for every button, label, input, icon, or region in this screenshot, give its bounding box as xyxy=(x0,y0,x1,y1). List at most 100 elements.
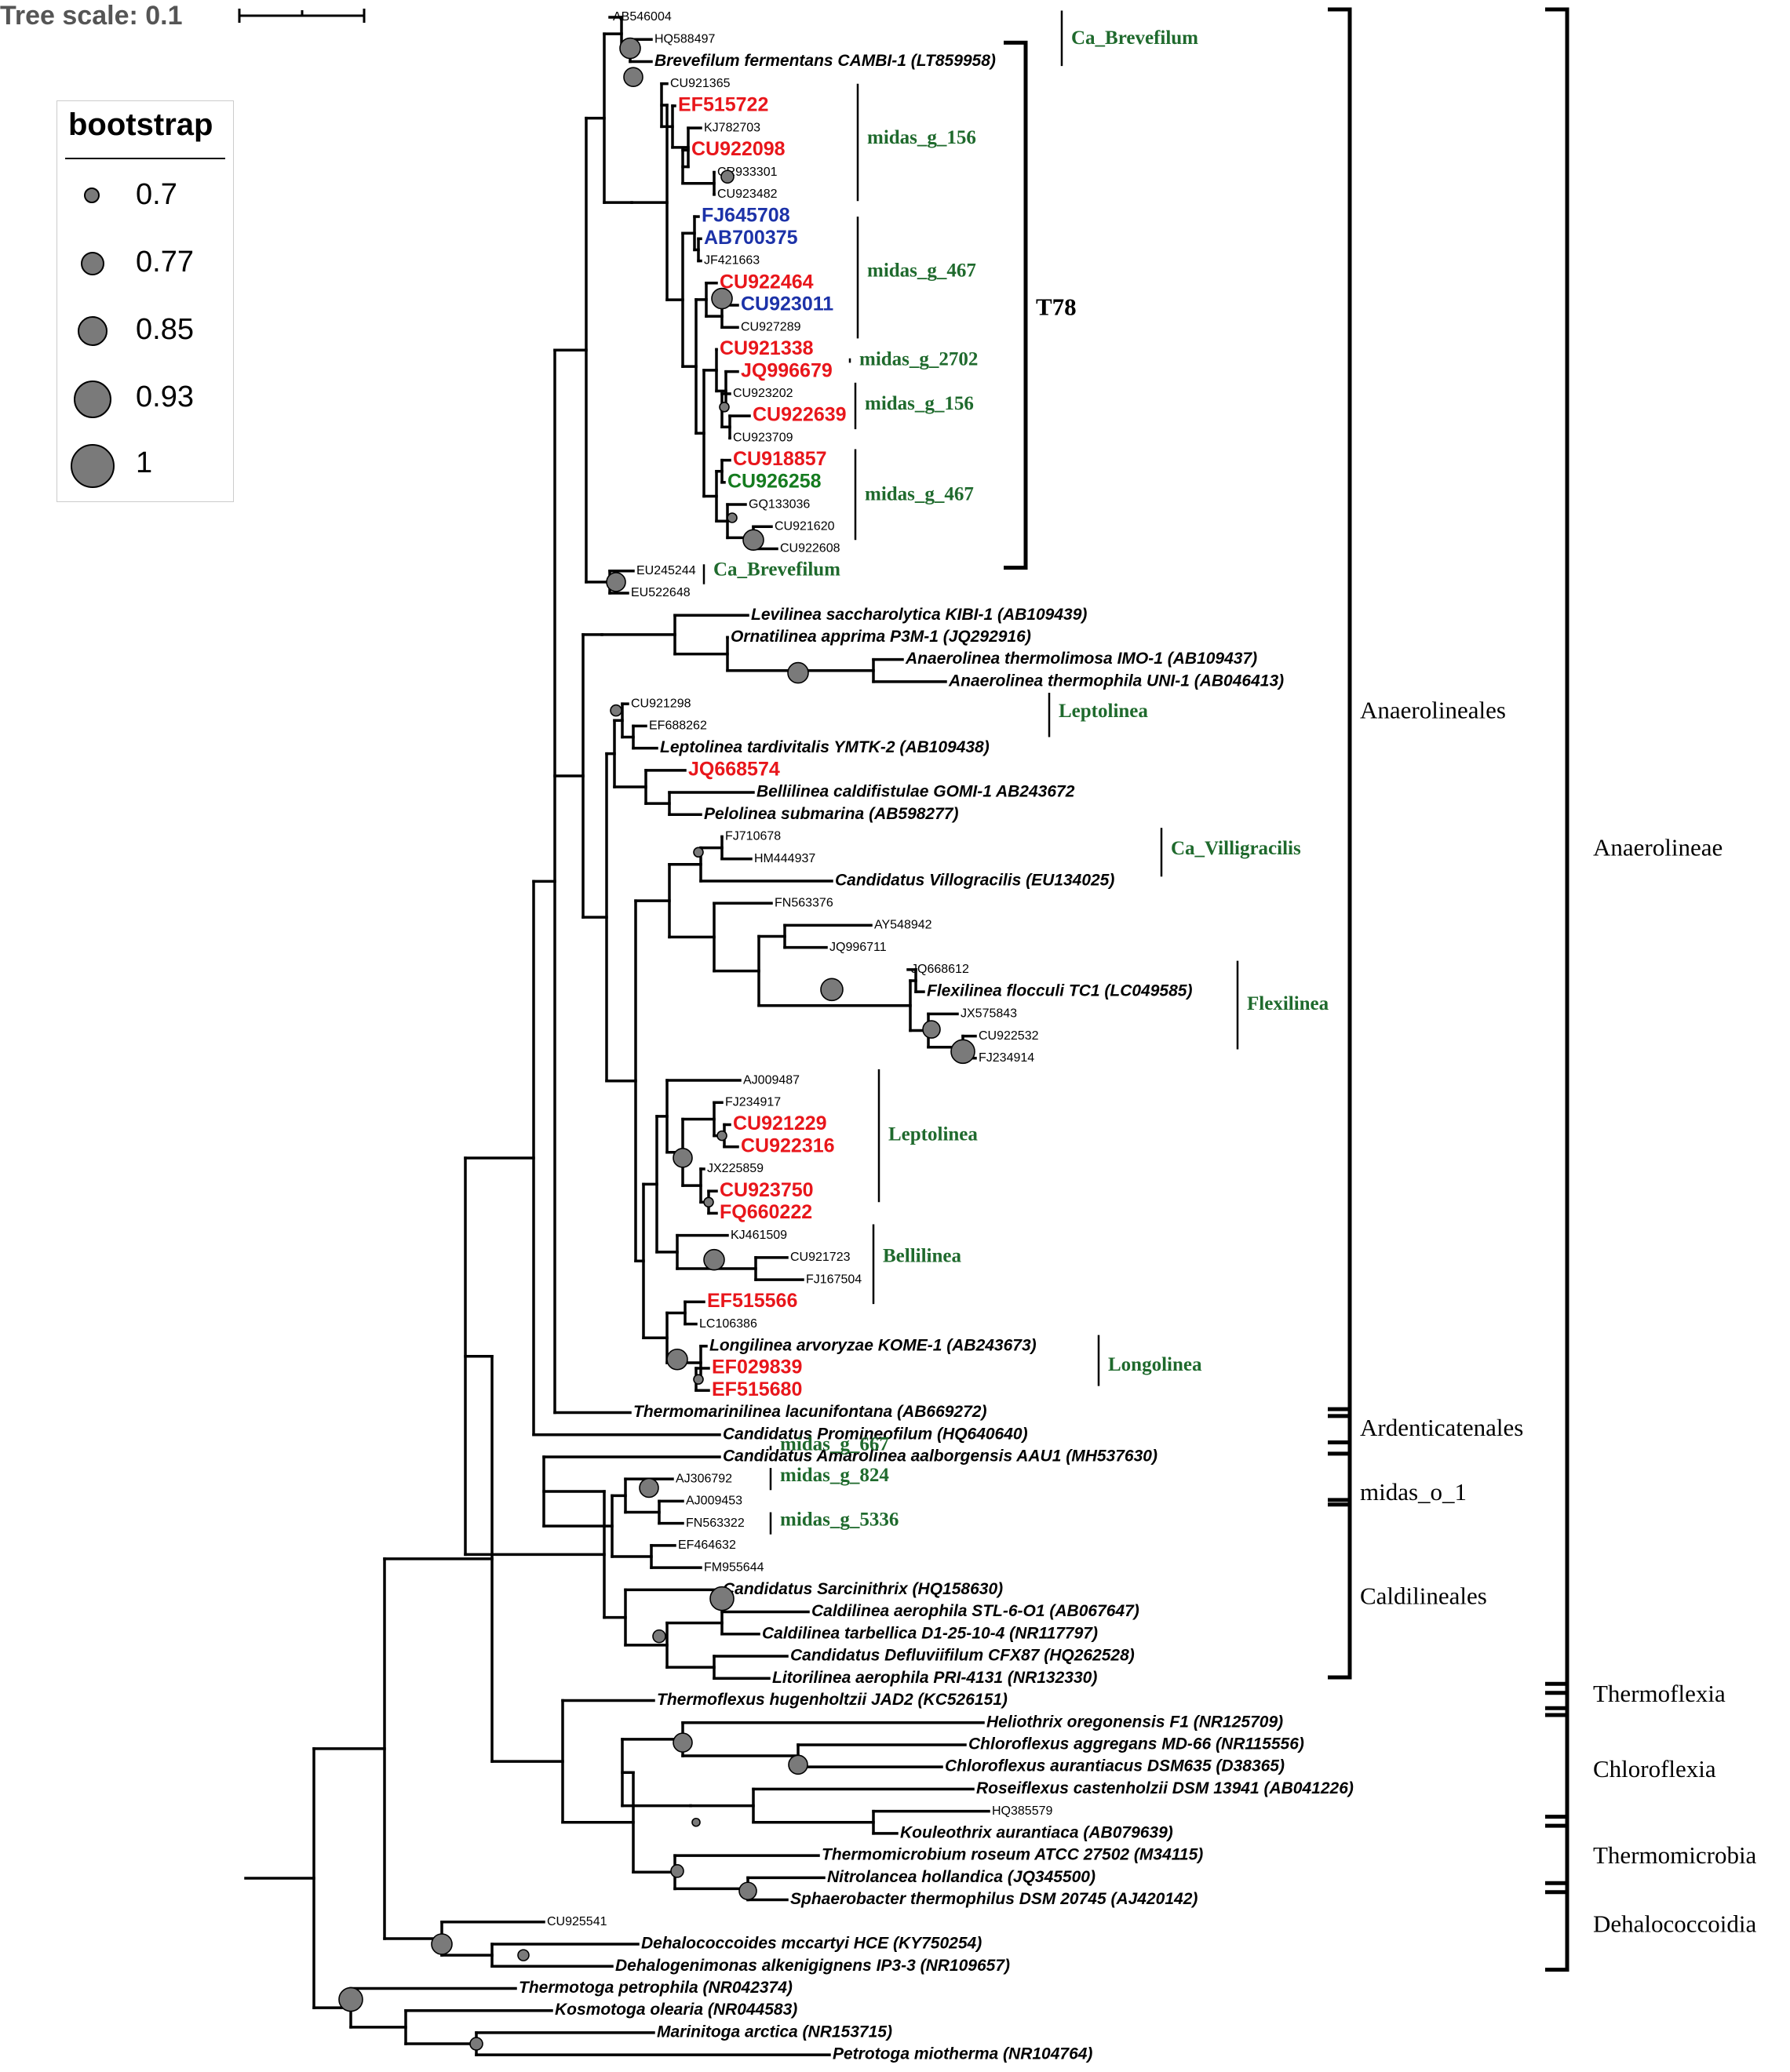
leaf-label: Candidatus Sarcinithrix (HQ158630) xyxy=(723,1580,1003,1598)
leaf-label: JQ996711 xyxy=(829,941,887,954)
legend-item: 0.93 xyxy=(57,368,235,423)
leaf-label: CU923750 xyxy=(720,1179,814,1201)
bootstrap-marker xyxy=(703,1248,725,1271)
leaf-label: FM955644 xyxy=(704,1560,764,1574)
genus-group-label: midas_g_156 xyxy=(867,127,976,148)
clade-bracket xyxy=(1545,7,1569,1695)
leaf-label: CU918857 xyxy=(733,448,827,470)
leaf-label: Marinitoga arctica (NR153715) xyxy=(657,2023,892,2041)
bootstrap-marker xyxy=(623,67,643,88)
leaf-label: FJ710678 xyxy=(725,830,781,843)
bootstrap-marker xyxy=(431,1933,453,1955)
leaf-label: Kosmotoga olearia (NR044583) xyxy=(555,2001,797,2019)
clade-label: Chloroflexia xyxy=(1593,1755,1716,1783)
leaf-label: Chloroflexus aggregans MD-66 (NR115556) xyxy=(968,1735,1304,1753)
legend-dot xyxy=(74,381,111,418)
leaf-label: JQ668612 xyxy=(911,963,969,976)
clade-bracket xyxy=(1545,1815,1569,1895)
leaf-label: Candidatus Amarolinea aalborgensis AAU1 … xyxy=(723,1447,1157,1465)
bootstrap-marker xyxy=(720,169,735,184)
bootstrap-legend: bootstrap 0.7 0.77 0.85 0.93 1 xyxy=(57,100,234,502)
leaf-label: CU922639 xyxy=(753,404,847,426)
leaf-label: AJ306792 xyxy=(676,1472,732,1485)
leaf-label: Kouleothrix aurantiaca (AB079639) xyxy=(900,1823,1173,1841)
legend-label: 0.85 xyxy=(136,313,194,346)
leaf-label: LC106386 xyxy=(699,1317,757,1331)
leaf-label: JX575843 xyxy=(961,1007,1017,1021)
leaf-label: CU921620 xyxy=(775,520,835,533)
leaf-label: HQ588497 xyxy=(654,32,715,46)
leaf-label: FN563376 xyxy=(775,896,833,909)
leaf-label: Longilinea arvoryzae KOME-1 (AB243673) xyxy=(709,1336,1037,1354)
leaf-label: AB546004 xyxy=(613,10,672,24)
leaf-label: EF515722 xyxy=(678,94,768,116)
leaf-label: GQ133036 xyxy=(749,497,810,511)
clade-label: Thermomicrobia xyxy=(1593,1841,1757,1869)
leaf-label: Nitrolancea hollandica (JQ345500) xyxy=(827,1868,1096,1886)
bootstrap-marker xyxy=(820,978,844,1002)
tree-scale-label: Tree scale: 0.1 xyxy=(0,1,183,31)
bootstrap-marker xyxy=(691,1817,701,1827)
leaf-label: AY548942 xyxy=(874,919,932,932)
leaf-label: CU923709 xyxy=(733,432,793,445)
leaf-label: CU922532 xyxy=(979,1029,1039,1043)
leaf-label: Thermotoga petrophila (NR042374) xyxy=(519,1979,793,1997)
leaf-label: Sphaerobacter thermophilus DSM 20745 (AJ… xyxy=(790,1890,1198,1908)
leaf-label: CU922316 xyxy=(741,1134,835,1156)
leaf-label: JX225859 xyxy=(707,1162,764,1175)
leaf-label: KJ782703 xyxy=(704,121,760,134)
legend-label: 0.93 xyxy=(136,381,194,413)
bootstrap-marker xyxy=(788,1754,808,1775)
clade-label: Dehalococcoidia xyxy=(1593,1910,1757,1938)
genus-group-label: Ca_Villigracilis xyxy=(1171,838,1301,859)
genus-group-label: midas_g_467 xyxy=(865,484,974,505)
leaf-label: KJ461509 xyxy=(731,1229,787,1242)
leaf-label: CU922608 xyxy=(780,542,840,555)
bootstrap-marker xyxy=(716,1130,727,1142)
clade-label: midas_o_1 xyxy=(1360,1478,1467,1506)
genus-group-label: Flexilinea xyxy=(1247,993,1329,1014)
leaf-label: JF421663 xyxy=(704,254,760,268)
leaf-label: EF515680 xyxy=(712,1378,802,1400)
leaf-label: Flexilinea flocculi TC1 (LC049585) xyxy=(927,982,1192,1000)
genus-group-label: Leptolinea xyxy=(888,1123,978,1145)
clade-label: Anaerolineales xyxy=(1360,697,1506,724)
clade-brackets: T78AnaerolinealesArdenticatenalesmidas_o… xyxy=(1004,7,1757,1972)
leaf-label: CU922464 xyxy=(720,271,814,293)
genus-group-label: Leptolinea xyxy=(1059,701,1148,722)
bootstrap-marker xyxy=(950,1039,975,1065)
legend-title: bootstrap xyxy=(68,107,213,142)
legend-label: 0.7 xyxy=(136,178,177,211)
leaf-label: FJ167504 xyxy=(806,1273,862,1286)
legend-item: 0.7 xyxy=(57,166,235,220)
leaf-label: FN563322 xyxy=(686,1517,745,1530)
bootstrap-marker xyxy=(693,1374,704,1385)
bootstrap-marker xyxy=(338,1986,363,2012)
leaf-label: Petrotoga miotherma (NR104764) xyxy=(833,2045,1092,2063)
clade-bracket xyxy=(1004,40,1028,570)
bootstrap-marker xyxy=(517,1949,530,1961)
leaf-label: FJ234914 xyxy=(979,1051,1034,1065)
leaf-label: Ornatilinea apprima P3M-1 (JQ292916) xyxy=(731,628,1031,646)
legend-label: 0.77 xyxy=(136,246,194,279)
bootstrap-marker xyxy=(742,529,764,552)
leaf-label: FJ234917 xyxy=(725,1095,781,1109)
leaf-label: Candidatus Defluviifilum CFX87 (HQ262528… xyxy=(790,1647,1135,1665)
bootstrap-marker xyxy=(719,402,730,413)
leaf-label: CU921723 xyxy=(790,1251,851,1264)
genus-group-label: midas_g_467 xyxy=(867,260,976,281)
leaf-label: CU923482 xyxy=(717,188,778,201)
legend-item: 0.85 xyxy=(57,300,235,355)
leaf-label: AB700375 xyxy=(704,227,798,249)
leaf-label: Brevefilum fermentans CAMBI-1 (LT859958) xyxy=(654,52,996,70)
bootstrap-marker xyxy=(711,287,733,310)
bootstrap-marker xyxy=(787,661,809,684)
leaf-label: Leptolinea tardivitalis YMTK-2 (AB109438… xyxy=(660,738,990,756)
legend-item: 1 xyxy=(57,434,235,489)
bootstrap-marker xyxy=(709,1586,735,1611)
clade-bracket xyxy=(1328,1440,1352,1507)
bootstrap-marker xyxy=(469,2037,483,2051)
bootstrap-marker xyxy=(666,1348,688,1371)
legend-label: 1 xyxy=(136,446,153,479)
